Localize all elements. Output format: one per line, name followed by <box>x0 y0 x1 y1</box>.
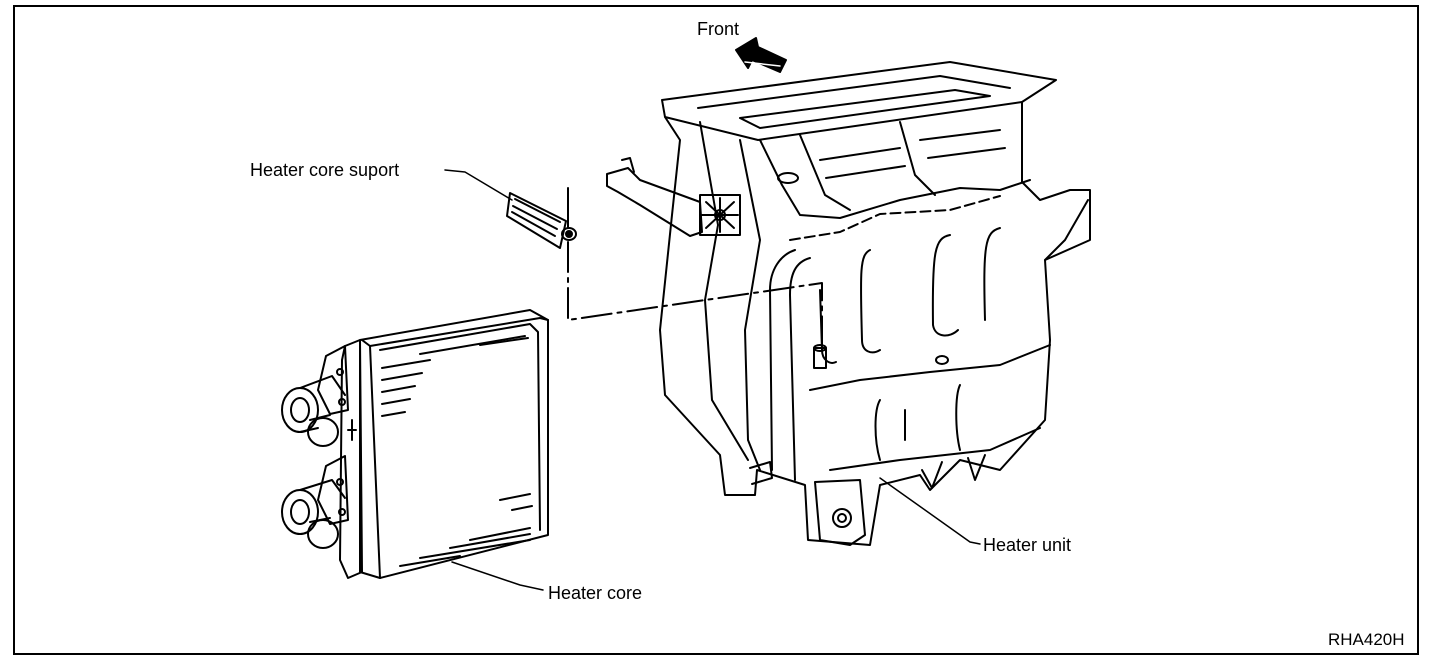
heater-unit-part <box>606 61 1091 546</box>
heater-core-label: Heater core <box>548 583 643 603</box>
front-arrow-icon <box>735 37 787 73</box>
leader-line-support <box>444 169 513 201</box>
leader-line-heater-core <box>451 561 544 591</box>
heater-unit-label: Heater unit <box>983 535 1072 555</box>
leader-line-heater-unit <box>879 477 981 545</box>
heater-core-support-label: Heater core suport <box>250 160 400 180</box>
figure-code: RHA420H <box>1328 630 1405 649</box>
front-label: Front <box>697 19 740 39</box>
figure-frame <box>13 5 1419 655</box>
heater-core-support-part <box>506 187 577 249</box>
assembly-center-line <box>567 241 823 351</box>
heater-core-part <box>281 309 549 579</box>
